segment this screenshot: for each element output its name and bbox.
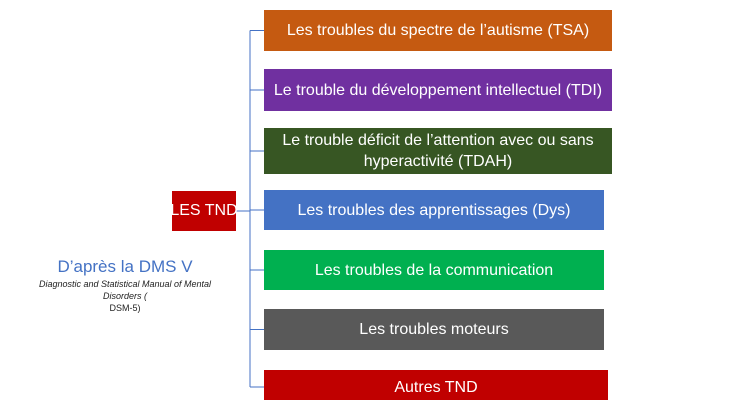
node-tdah-label: Le trouble déficit de l’attention avec o… <box>282 132 594 170</box>
node-dys-label: Les troubles des apprentissages (Dys) <box>297 201 571 219</box>
connector-group <box>236 30 264 388</box>
source-abbreviation: DSM-5) <box>109 303 141 313</box>
node-tdi: Le trouble du développement intellectuel… <box>264 69 612 111</box>
root-node-label: LES TND <box>170 202 238 219</box>
node-tsa-label: Les troubles du spectre de l’autisme (TS… <box>286 22 590 39</box>
source-caption: D’après la DMS V Diagnostic and Statisti… <box>20 256 230 314</box>
node-communication-label: Les troubles de la communication <box>314 261 554 279</box>
source-title: D’après la DMS V <box>57 257 193 276</box>
node-communication: Les troubles de la communication <box>264 250 604 290</box>
node-tdah: Le trouble déficit de l’attention avec o… <box>264 128 612 174</box>
node-dys: Les troubles des apprentissages (Dys) <box>264 190 604 230</box>
root-node: LES TND <box>170 191 238 231</box>
node-moteurs: Les troubles moteurs <box>264 309 604 350</box>
node-tsa: Les troubles du spectre de l’autisme (TS… <box>264 10 612 51</box>
node-autres: Autres TND <box>264 370 608 400</box>
node-autres-label: Autres TND <box>394 378 478 396</box>
source-subtitle: Diagnostic and Statistical Manual of Men… <box>38 279 212 301</box>
node-moteurs-label: Les troubles moteurs <box>359 321 509 338</box>
node-tdi-label: Le trouble du développement intellectuel… <box>273 81 603 99</box>
